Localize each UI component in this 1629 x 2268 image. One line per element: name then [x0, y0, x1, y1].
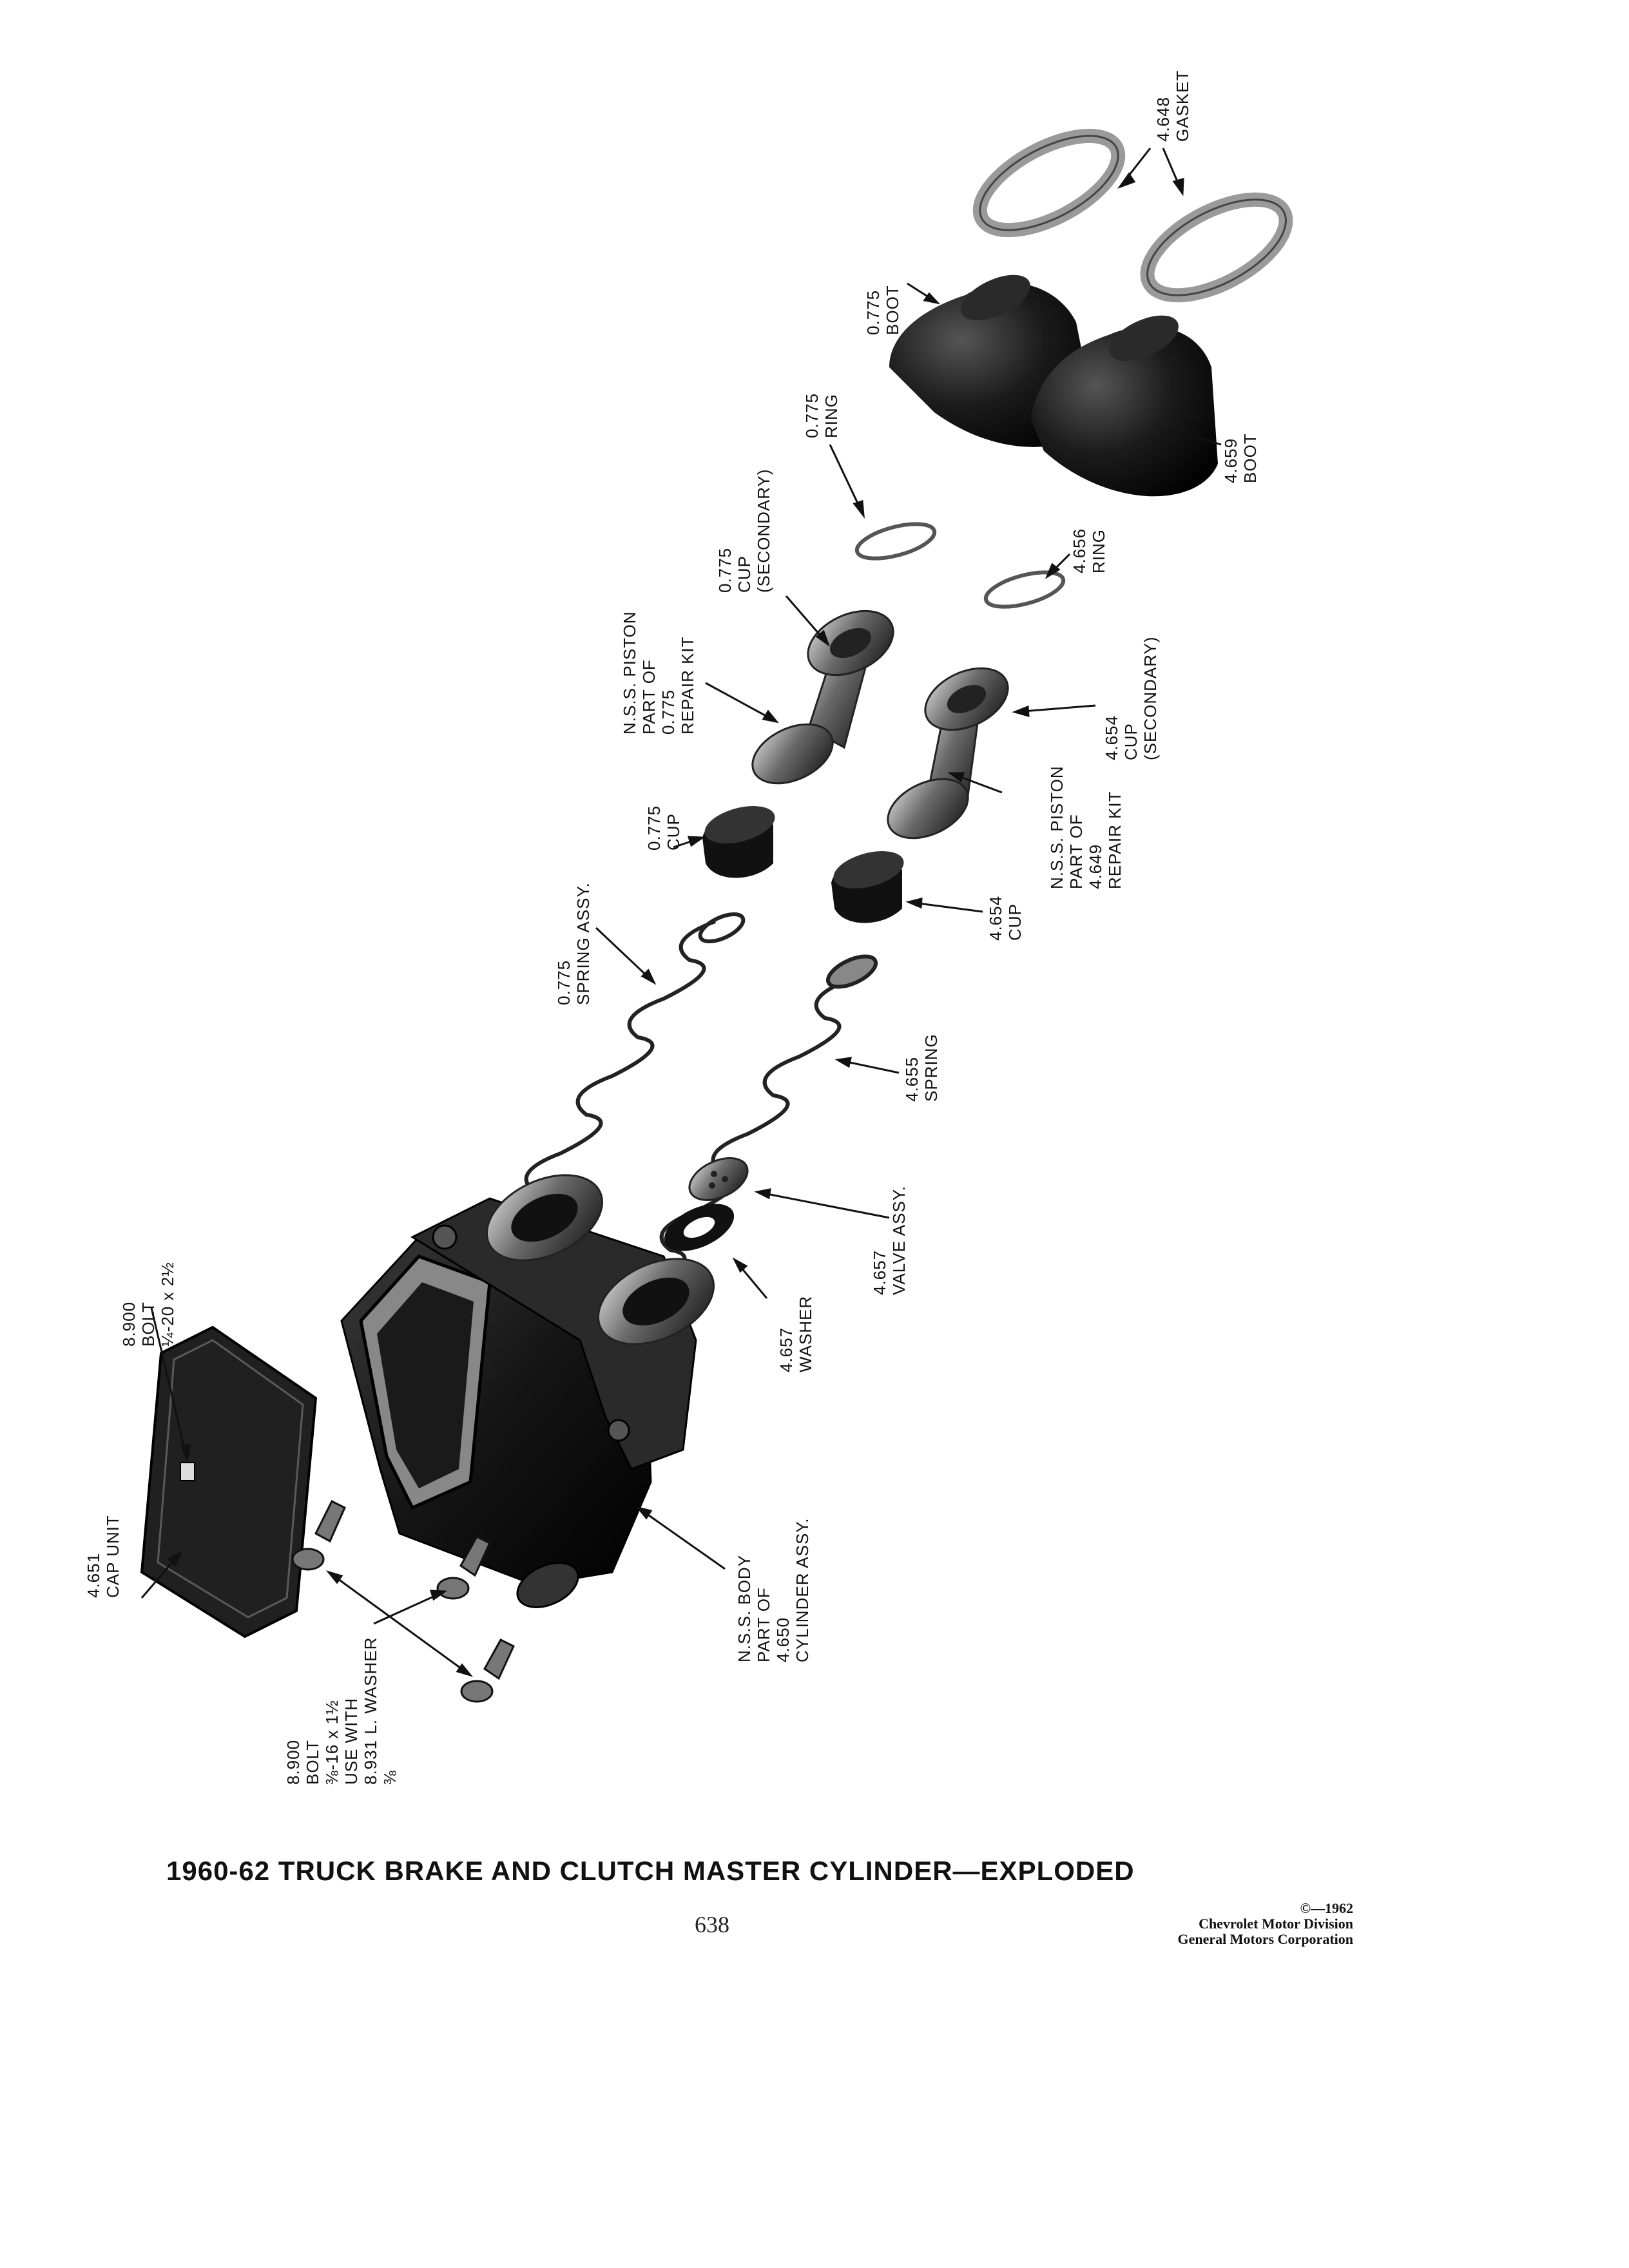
- boot-parts: [889, 274, 1218, 497]
- cylinder-body: [340, 1174, 715, 1608]
- piston-parts: [751, 610, 1009, 840]
- page-number: 638: [695, 1912, 729, 1937]
- page-title: 1960-62 TRUCK BRAKE AND CLUTCH MASTER CY…: [166, 1856, 1135, 1886]
- copyright-notice: ©—1962 Chevrolet Motor Division General …: [1177, 1900, 1354, 1947]
- valve-washer-parts: [664, 1157, 749, 1251]
- bolt-parts: [291, 1499, 515, 1703]
- ring-parts: [854, 522, 1066, 609]
- leader-lines: [140, 148, 1222, 1677]
- cap-unit-part: [140, 1325, 318, 1639]
- gasket-parts: [972, 128, 1293, 303]
- cup-parts: [702, 806, 904, 923]
